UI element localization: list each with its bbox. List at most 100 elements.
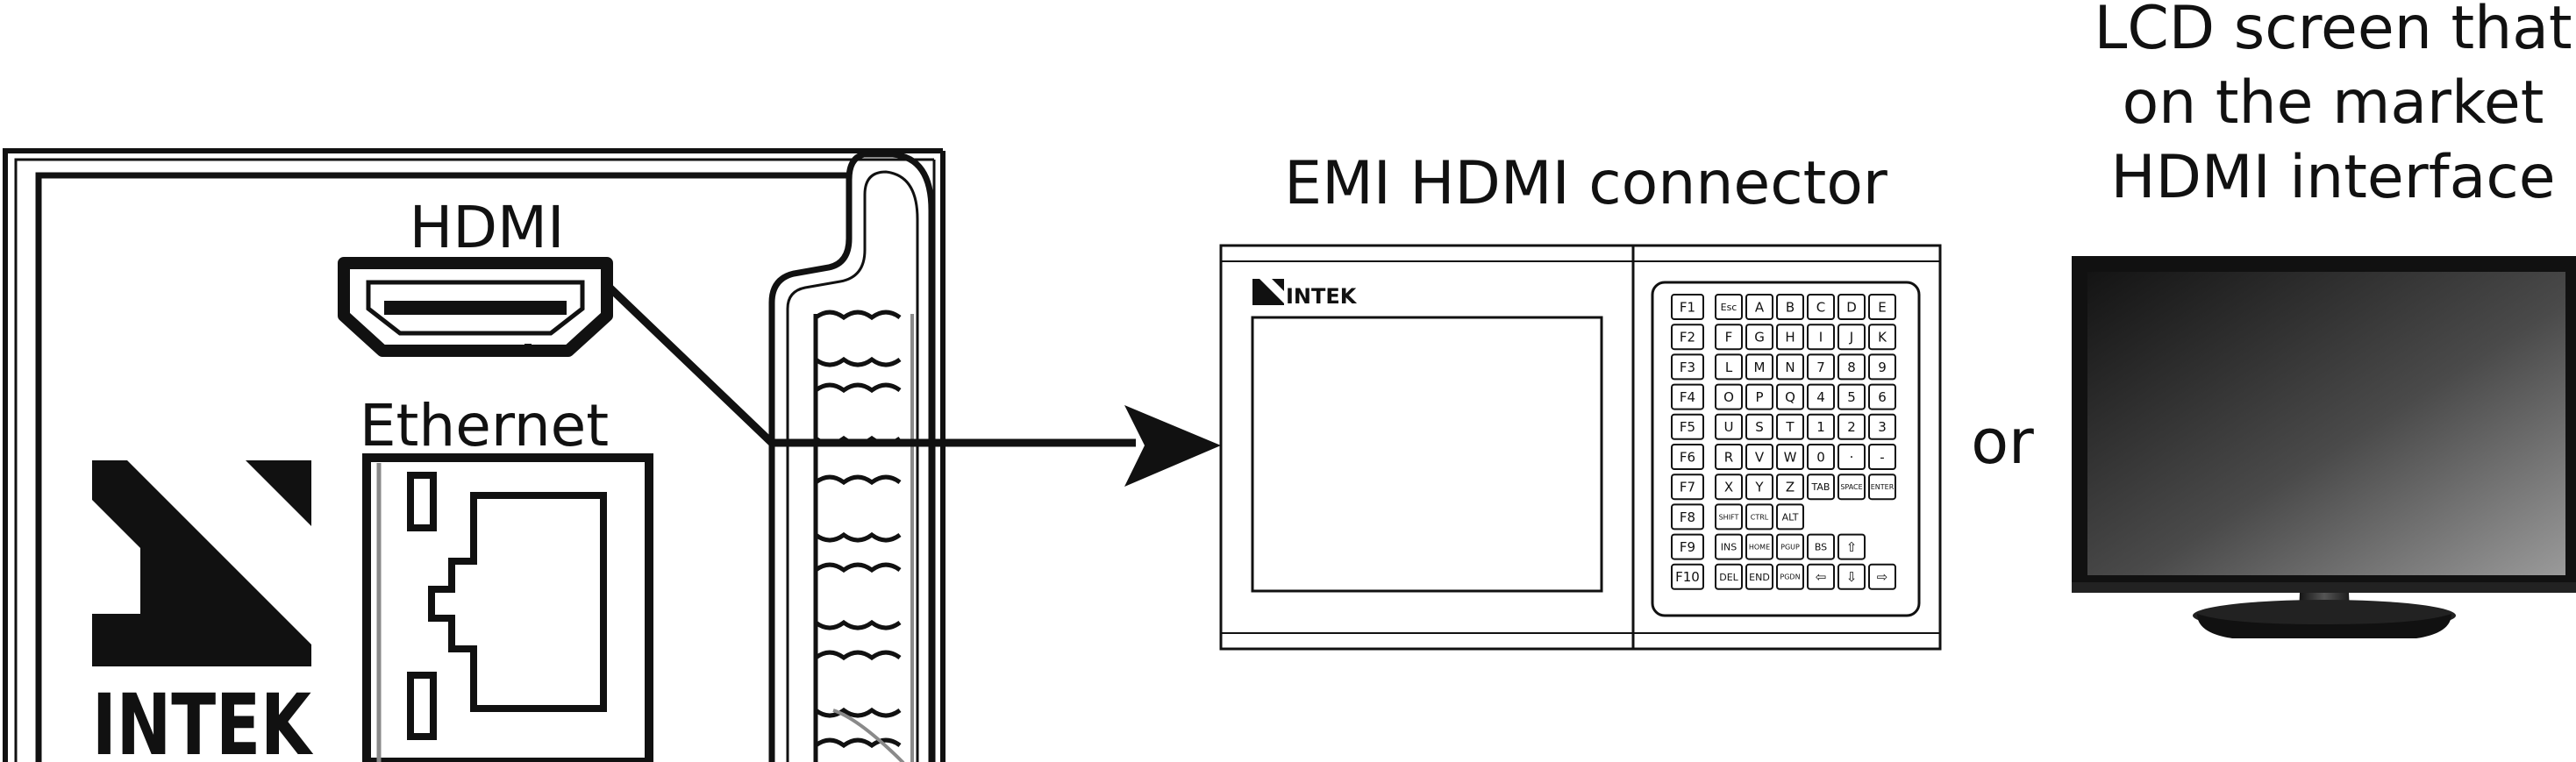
key-b-cap xyxy=(1776,294,1804,320)
key-4-label: 4 xyxy=(1816,389,1825,405)
key-n: N xyxy=(1776,353,1804,381)
key-7-cap xyxy=(1807,353,1835,381)
key-k-label: K xyxy=(1878,330,1887,345)
key-enter-label: ENTER xyxy=(1871,483,1895,491)
fkey-f3: F3 xyxy=(1671,353,1704,381)
key-sym8-4: ⇧ xyxy=(1837,533,1866,560)
key-2-cap xyxy=(1837,413,1866,440)
key-alt-label: ALT xyxy=(1782,511,1799,523)
key-r-cap xyxy=(1715,444,1743,470)
key-m-label: M xyxy=(1754,360,1766,375)
fkey-f8-cap xyxy=(1671,503,1704,531)
panel-display xyxy=(1251,316,1603,593)
key-pgup: PGUP xyxy=(1776,533,1804,560)
key-h-label: H xyxy=(1785,330,1795,345)
key-shift-label: SHIFT xyxy=(1719,513,1739,521)
fkey-f5-cap xyxy=(1671,413,1704,440)
key-sym5-5-label: - xyxy=(1880,449,1884,465)
fkey-f8-label: F8 xyxy=(1680,509,1695,525)
key-h-cap xyxy=(1776,324,1804,351)
key-d-cap xyxy=(1837,294,1866,320)
key-1-label: 1 xyxy=(1816,419,1825,435)
key-bs: BS xyxy=(1807,533,1835,560)
monitor-caption-line-2: on the market xyxy=(2123,68,2544,138)
key-tab: TAB xyxy=(1807,474,1835,501)
key-z-label: Z xyxy=(1786,480,1795,495)
key-p-cap xyxy=(1745,383,1773,410)
key-3-cap xyxy=(1868,413,1896,440)
key-j-label: J xyxy=(1849,330,1853,345)
intek-logo-panel xyxy=(1252,279,1284,305)
key-8-cap xyxy=(1837,353,1866,381)
key-1-cap xyxy=(1807,413,1835,440)
fkey-f3-label: F3 xyxy=(1680,360,1695,375)
terminal-block xyxy=(813,310,914,762)
fkey-f9-label: F9 xyxy=(1680,539,1695,555)
device-brand-label: INTEK xyxy=(92,676,314,762)
key-sym9-3-cap xyxy=(1807,563,1835,590)
key-sym9-3: ⇦ xyxy=(1807,563,1835,590)
key-t: T xyxy=(1776,413,1804,440)
key-e-cap xyxy=(1868,294,1896,320)
key-3-label: 3 xyxy=(1878,419,1887,435)
key-v: V xyxy=(1745,444,1773,470)
device-enclosure xyxy=(3,148,945,762)
fkey-f1: F1 xyxy=(1671,294,1704,320)
key-del-label: DEL xyxy=(1719,572,1738,583)
key-sym9-4: ⇩ xyxy=(1837,563,1866,590)
key-f-cap xyxy=(1715,324,1743,351)
key-x: X xyxy=(1715,474,1743,501)
key-home-cap xyxy=(1745,533,1773,560)
key-d: D xyxy=(1837,294,1866,320)
key-g-label: G xyxy=(1754,330,1765,345)
fkey-f4: F4 xyxy=(1671,383,1704,410)
key-ins: INS xyxy=(1715,533,1743,560)
key-u-label: U xyxy=(1724,419,1734,435)
key-l: L xyxy=(1715,353,1743,381)
key-g: G xyxy=(1745,324,1773,351)
fkey-f9-cap xyxy=(1671,533,1704,560)
key-t-label: T xyxy=(1785,419,1795,435)
key-0: 0 xyxy=(1807,444,1835,470)
key-a: A xyxy=(1745,294,1773,320)
fkey-f10: F10 xyxy=(1671,563,1704,590)
key-b-label: B xyxy=(1786,299,1795,315)
fkey-f2-label: F2 xyxy=(1680,330,1695,345)
key-9-cap xyxy=(1868,353,1896,381)
monitor-caption: LCD screen that on the market HDMI inter… xyxy=(2094,0,2572,212)
key-f-label: F xyxy=(1725,330,1733,345)
key-w: W xyxy=(1776,444,1804,470)
intek-logo-device xyxy=(92,460,311,666)
fkey-f4-label: F4 xyxy=(1680,389,1695,405)
key-s-cap xyxy=(1745,413,1773,440)
key-9-label: 9 xyxy=(1878,360,1887,375)
key-alt-cap xyxy=(1776,503,1804,531)
key-z: Z xyxy=(1776,474,1804,501)
key-l-label: L xyxy=(1725,360,1733,375)
fkey-f6: F6 xyxy=(1671,444,1704,470)
key-s-label: S xyxy=(1755,419,1764,435)
key-ctrl: CTRL xyxy=(1745,503,1773,531)
key-m-cap xyxy=(1745,353,1773,381)
key-0-cap xyxy=(1807,444,1835,470)
key-x-cap xyxy=(1715,474,1743,501)
key-o-cap xyxy=(1715,383,1743,410)
key-j: J xyxy=(1837,324,1866,351)
key-q: Q xyxy=(1776,383,1804,410)
lcd-monitor xyxy=(2072,256,2576,638)
key-sym5-5: - xyxy=(1868,444,1896,470)
key-k: K xyxy=(1868,324,1896,351)
panel-title: EMI HDMI connector xyxy=(1284,149,1887,218)
key-sym5-4: · xyxy=(1837,444,1866,470)
key-sym9-4-label: ⇩ xyxy=(1846,569,1858,585)
key-sym9-5-cap xyxy=(1868,563,1896,590)
key-esc-cap xyxy=(1715,294,1743,320)
key-m: M xyxy=(1745,353,1773,381)
key-enter-cap xyxy=(1868,474,1896,501)
key-u: U xyxy=(1715,413,1743,440)
key-3: 3 xyxy=(1868,413,1896,440)
key-tab-label: TAB xyxy=(1811,481,1830,493)
key-ins-cap xyxy=(1715,533,1743,560)
key-sym5-4-label: · xyxy=(1850,449,1854,465)
